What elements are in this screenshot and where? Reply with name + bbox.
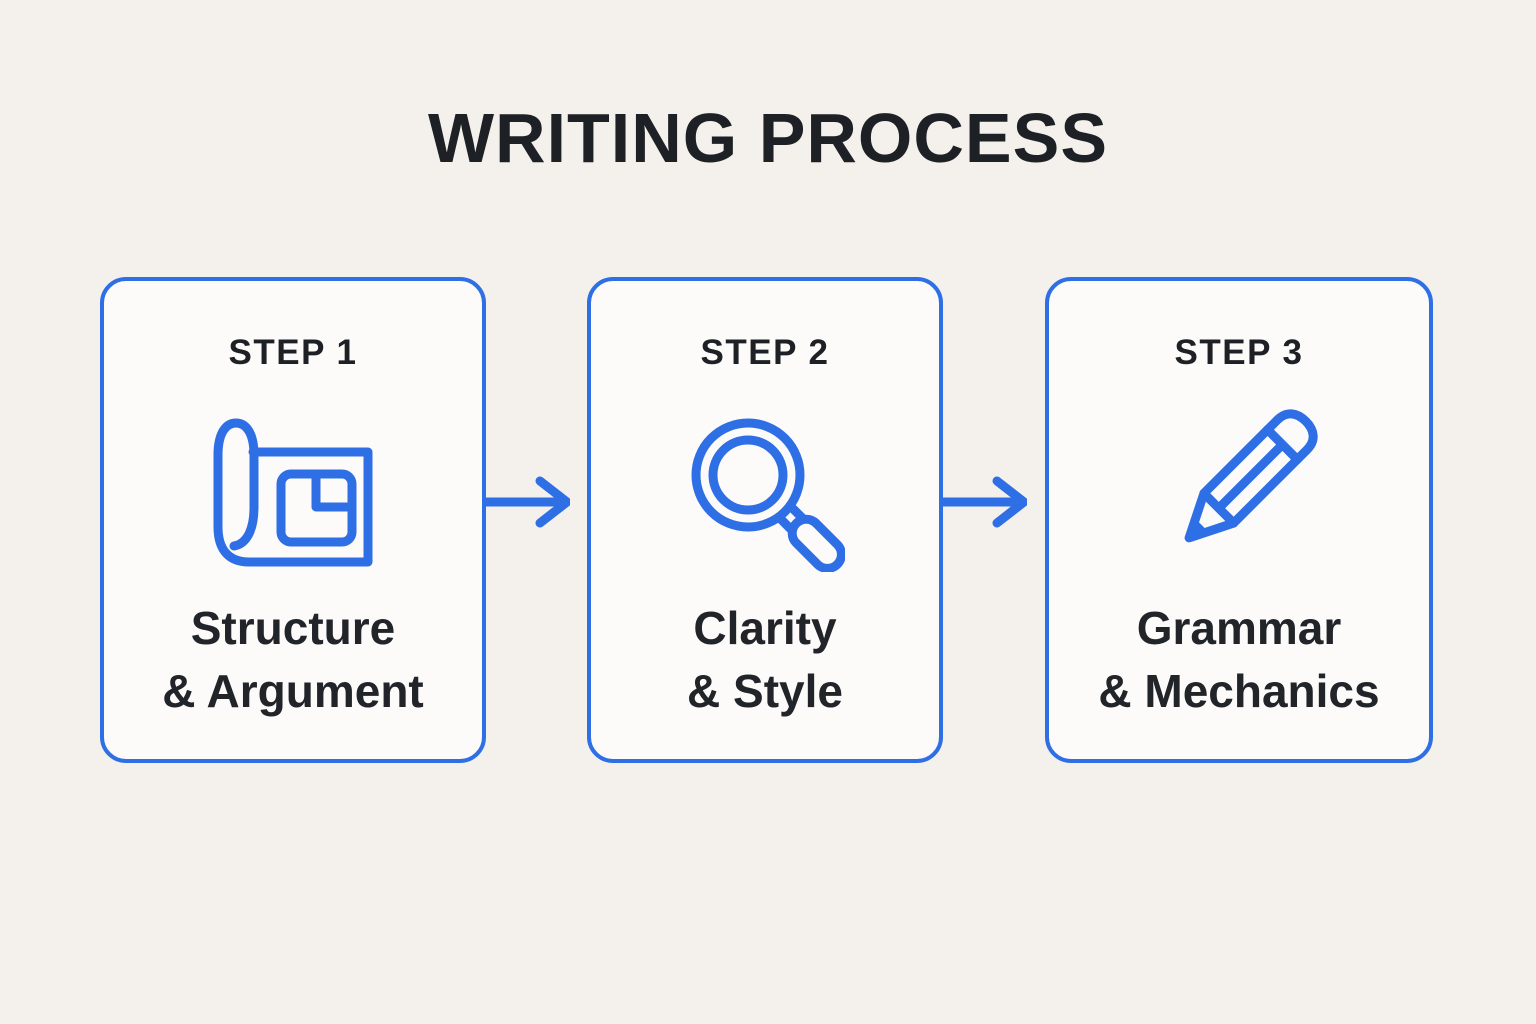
step-1-label: STEP 1 <box>228 333 358 372</box>
blueprint-icon <box>208 411 378 573</box>
step-1-title-line1: Structure <box>190 602 396 654</box>
step-3-label: STEP 3 <box>1174 333 1304 372</box>
step-card-clarity: STEP 2 Clarity & Style <box>587 277 943 763</box>
step-3-title-line2: & Mechanics <box>1098 664 1380 717</box>
step-1-title: Structure & Argument <box>162 597 424 722</box>
magnifying-glass-icon <box>685 411 845 573</box>
right-arrow-icon <box>484 476 570 528</box>
step-2-label: STEP 2 <box>700 333 830 372</box>
step-2-title-line2: & Style <box>687 664 843 717</box>
right-arrow-icon <box>941 476 1027 528</box>
page-title: WRITING PROCESS <box>427 99 1109 177</box>
step-card-structure: STEP 1 Structure & Argument <box>100 277 486 763</box>
step-card-grammar: STEP 3 Grammar & Mechanics <box>1045 277 1433 763</box>
step-3-title-line1: Grammar <box>1136 602 1342 654</box>
step-2-title-line1: Clarity <box>693 602 837 654</box>
pencil-icon <box>1154 409 1324 573</box>
step-1-title-line2: & Argument <box>162 664 424 717</box>
step-3-title: Grammar & Mechanics <box>1098 597 1379 722</box>
step-2-title: Clarity & Style <box>687 597 843 722</box>
